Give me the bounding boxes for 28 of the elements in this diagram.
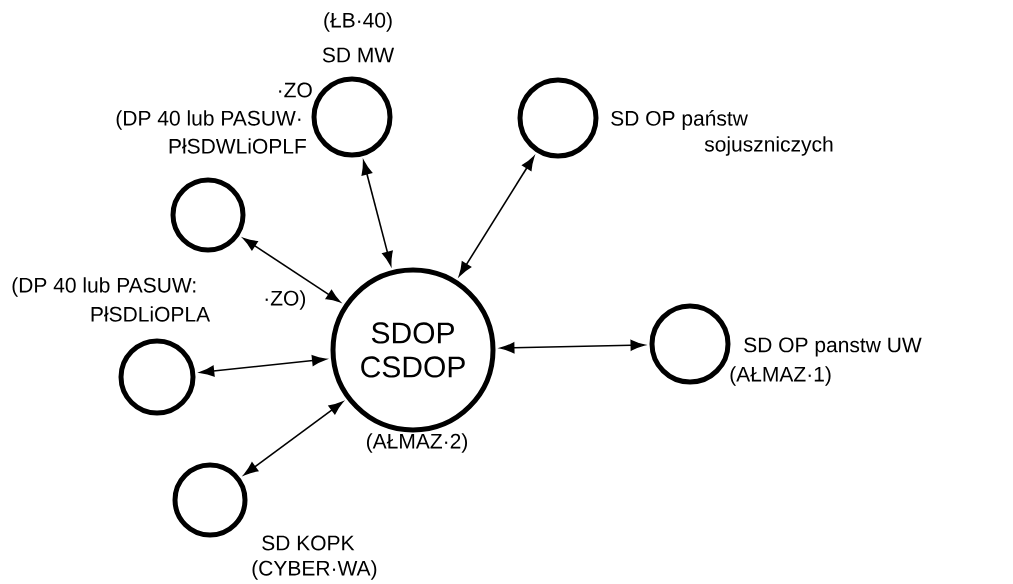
node-label: SD MW [322, 47, 395, 63]
arrow [458, 156, 535, 277]
node-label: (DP 40 lub PASUW· [116, 110, 301, 130]
circle-node [172, 462, 248, 538]
arrow [243, 237, 341, 303]
node-label: SD OP panstw UW [744, 337, 922, 357]
node-label: ·ZO [279, 82, 312, 98]
arrow [361, 160, 393, 266]
node-label: (ŁB·40) [324, 12, 392, 32]
node-label: PłSDLiOPLA [91, 306, 211, 322]
circle-node [517, 77, 599, 159]
circle-node [118, 338, 196, 416]
text-label: ·ZO) [265, 290, 306, 310]
node-label: sojuszniczych [704, 136, 833, 156]
arrow [243, 401, 344, 476]
circle-node [649, 303, 731, 385]
arrow [500, 339, 645, 354]
node-label: SD OP państw [611, 110, 748, 130]
circle-node: SDOP CSDOP [330, 267, 496, 433]
node-label: (AŁMAZ·1) [730, 366, 831, 386]
arrow [199, 355, 327, 377]
node-label: (DP 40 lub PASUW: [12, 277, 196, 297]
circle-node [170, 177, 246, 253]
node-label: PłSDWLiOPLF [169, 138, 306, 154]
node-label: (CYBER·WA) [252, 560, 377, 580]
node-label: SD KOPK [262, 535, 355, 551]
node-label: (AŁMAZ·2) [366, 433, 468, 453]
circle-node [311, 76, 393, 158]
